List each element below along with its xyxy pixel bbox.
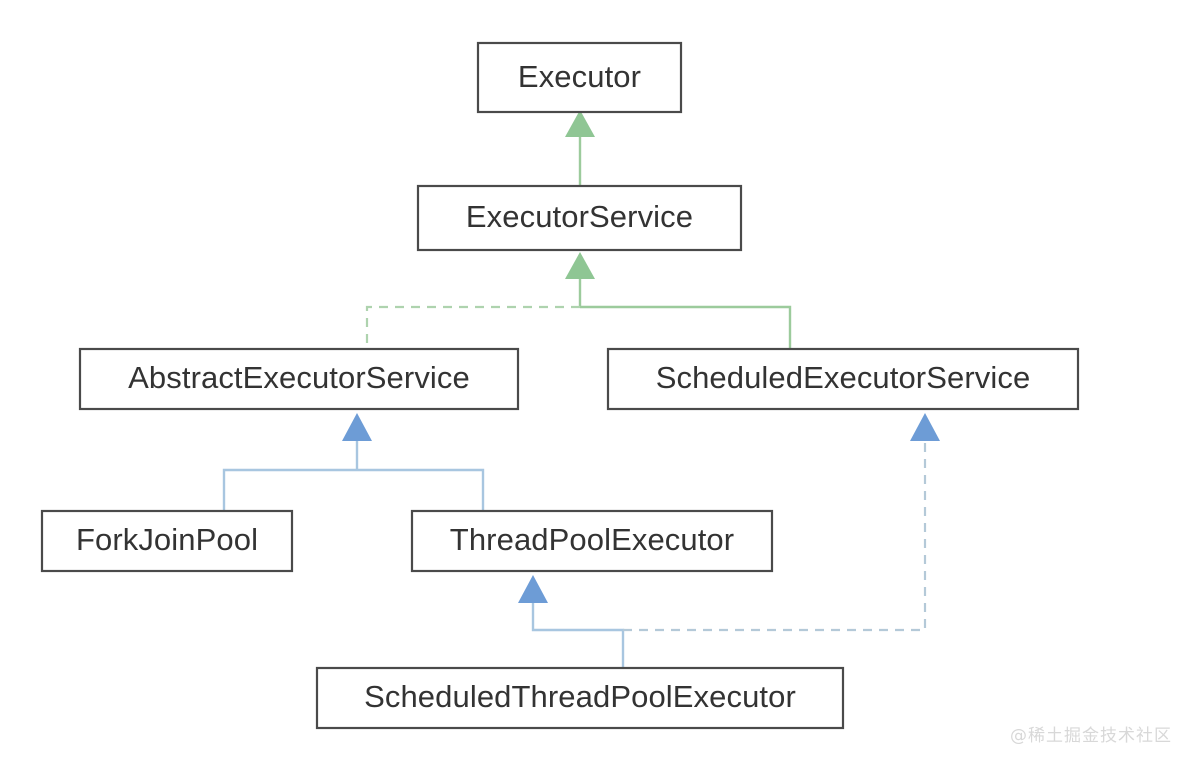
edge-threadpool-to-abstract bbox=[357, 468, 485, 511]
node-executor-label: Executor bbox=[518, 59, 641, 94]
edge-scheduled-to-executorservice bbox=[580, 305, 792, 349]
node-scheduled-thread-pool-executor-label: ScheduledThreadPoolExecutor bbox=[364, 679, 796, 714]
node-executor-box bbox=[476, 41, 683, 114]
node-executor-service[interactable]: ExecutorService bbox=[416, 184, 743, 252]
edge-forkjoin-to-abstract bbox=[222, 468, 357, 511]
node-executor-service-label: ExecutorService bbox=[466, 199, 693, 234]
edge-children-of-abstract-trunk bbox=[342, 413, 372, 470]
node-abstract-executor-service-label: AbstractExecutorService bbox=[128, 360, 470, 395]
node-thread-pool-executor-label: ThreadPoolExecutor bbox=[450, 522, 734, 557]
node-abstract-executor-service-box bbox=[78, 347, 520, 411]
edge-executorservice-branch-trunk bbox=[565, 252, 595, 307]
node-scheduled-executor-service[interactable]: ScheduledExecutorService bbox=[606, 347, 1080, 411]
watermark: @稀土掘金技术社区 bbox=[1010, 726, 1172, 746]
node-thread-pool-executor[interactable]: ThreadPoolExecutor bbox=[410, 509, 774, 573]
edge-abstract-to-executorservice bbox=[365, 305, 580, 349]
node-executor[interactable]: Executor bbox=[476, 41, 683, 114]
edge-executorservice-to-executor bbox=[565, 110, 595, 186]
node-scheduled-executor-service-label: ScheduledExecutorService bbox=[656, 360, 1031, 395]
node-thread-pool-executor-box bbox=[410, 509, 774, 573]
node-scheduled-thread-pool-executor-box bbox=[315, 666, 845, 730]
node-fork-join-pool[interactable]: ForkJoinPool bbox=[40, 509, 294, 573]
node-scheduled-executor-service-box bbox=[606, 347, 1080, 411]
edge-stpe-to-threadpool bbox=[518, 575, 625, 668]
node-scheduled-thread-pool-executor[interactable]: ScheduledThreadPoolExecutor bbox=[315, 666, 845, 730]
node-fork-join-pool-label: ForkJoinPool bbox=[76, 522, 258, 557]
edge-stpe-to-scheduled bbox=[623, 413, 940, 632]
node-executor-service-box bbox=[416, 184, 743, 252]
node-fork-join-pool-box bbox=[40, 509, 294, 573]
node-abstract-executor-service[interactable]: AbstractExecutorService bbox=[78, 347, 520, 411]
